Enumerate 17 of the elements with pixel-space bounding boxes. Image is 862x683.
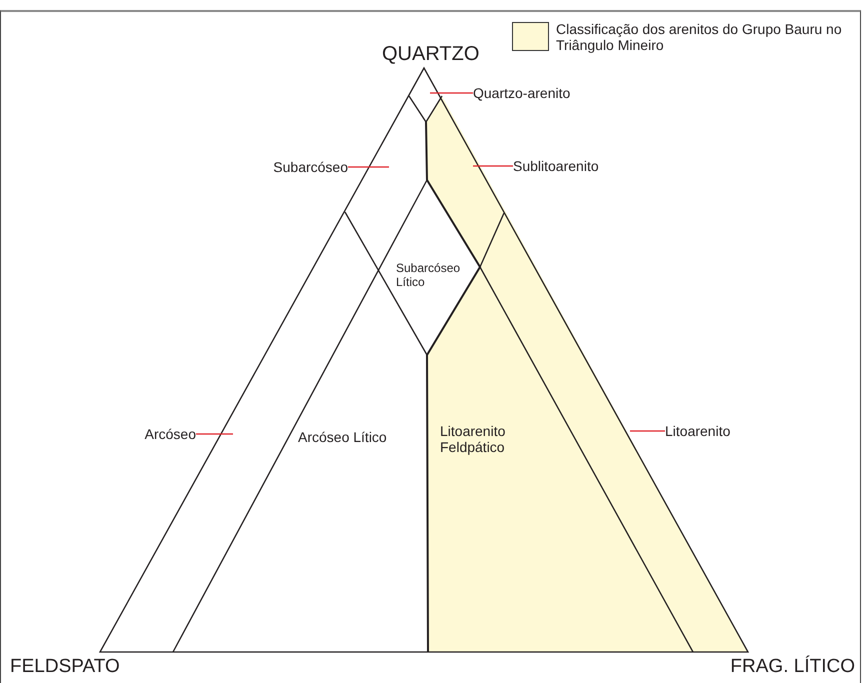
leader-line (473, 165, 513, 167)
vertex-label: QUARTZO (382, 43, 480, 66)
field-label: Arcóseo (144, 426, 196, 442)
field-label: Quartzo-arenito (473, 85, 570, 101)
field-label: Subarcóseo Lítico (396, 262, 462, 290)
leader-line (430, 92, 473, 94)
field-label: FRAG. LÍTICO (730, 656, 855, 678)
field-label: Subarcóseo (273, 159, 348, 175)
leader-line (348, 166, 389, 168)
field-label: Sublitoarenito (513, 158, 599, 174)
field-label: Litoarenito Feldpático (440, 423, 506, 456)
field-label: Litoarenito (665, 423, 730, 439)
field-label: Arcóseo Lítico (298, 429, 387, 446)
leader-line (196, 433, 233, 435)
legend-text: Classificação dos arenitos do Grupo Bauru no Triângulo Mineiro (556, 21, 843, 53)
leader-line (630, 430, 665, 432)
field-label: FELDSPATO (10, 656, 120, 678)
